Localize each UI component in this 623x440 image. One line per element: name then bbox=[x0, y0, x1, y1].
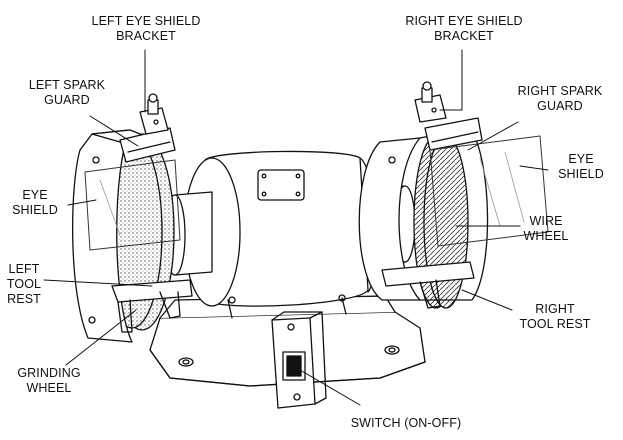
right-eye-shield bbox=[429, 135, 549, 247]
leader-lines bbox=[43, 49, 549, 406]
motor-housing bbox=[183, 150, 377, 319]
label-left-spark-guard: LEFT SPARK GUARD bbox=[28, 78, 106, 107]
right-spark-guard bbox=[424, 117, 483, 151]
label-switch: SWITCH (ON-OFF) bbox=[350, 416, 462, 430]
label-right-eye-shield-bracket: RIGHT EYE SHIELD BRACKET bbox=[405, 14, 523, 43]
label-wire-wheel: WIRE WHEEL bbox=[523, 214, 569, 243]
right-tool-rest bbox=[381, 261, 475, 309]
label-eye-shield-right: EYE SHIELD bbox=[558, 152, 604, 181]
label-left-eye-shield-bracket: LEFT EYE SHIELD BRACKET bbox=[91, 14, 201, 43]
label-grinding-wheel: GRINDING WHEEL bbox=[17, 366, 81, 395]
left-eye-shield bbox=[84, 159, 181, 251]
right-eye-shield-bracket bbox=[414, 81, 447, 123]
label-left-tool-rest: LEFT TOOL REST bbox=[6, 262, 42, 306]
label-right-tool-rest: RIGHT TOOL REST bbox=[519, 302, 591, 331]
left-eye-shield-bracket bbox=[139, 93, 169, 135]
label-eye-shield-left: EYE SHIELD bbox=[12, 188, 58, 217]
on-off-switch[interactable] bbox=[282, 351, 306, 381]
left-tool-rest bbox=[111, 279, 193, 333]
label-right-spark-guard: RIGHT SPARK GUARD bbox=[517, 84, 603, 113]
